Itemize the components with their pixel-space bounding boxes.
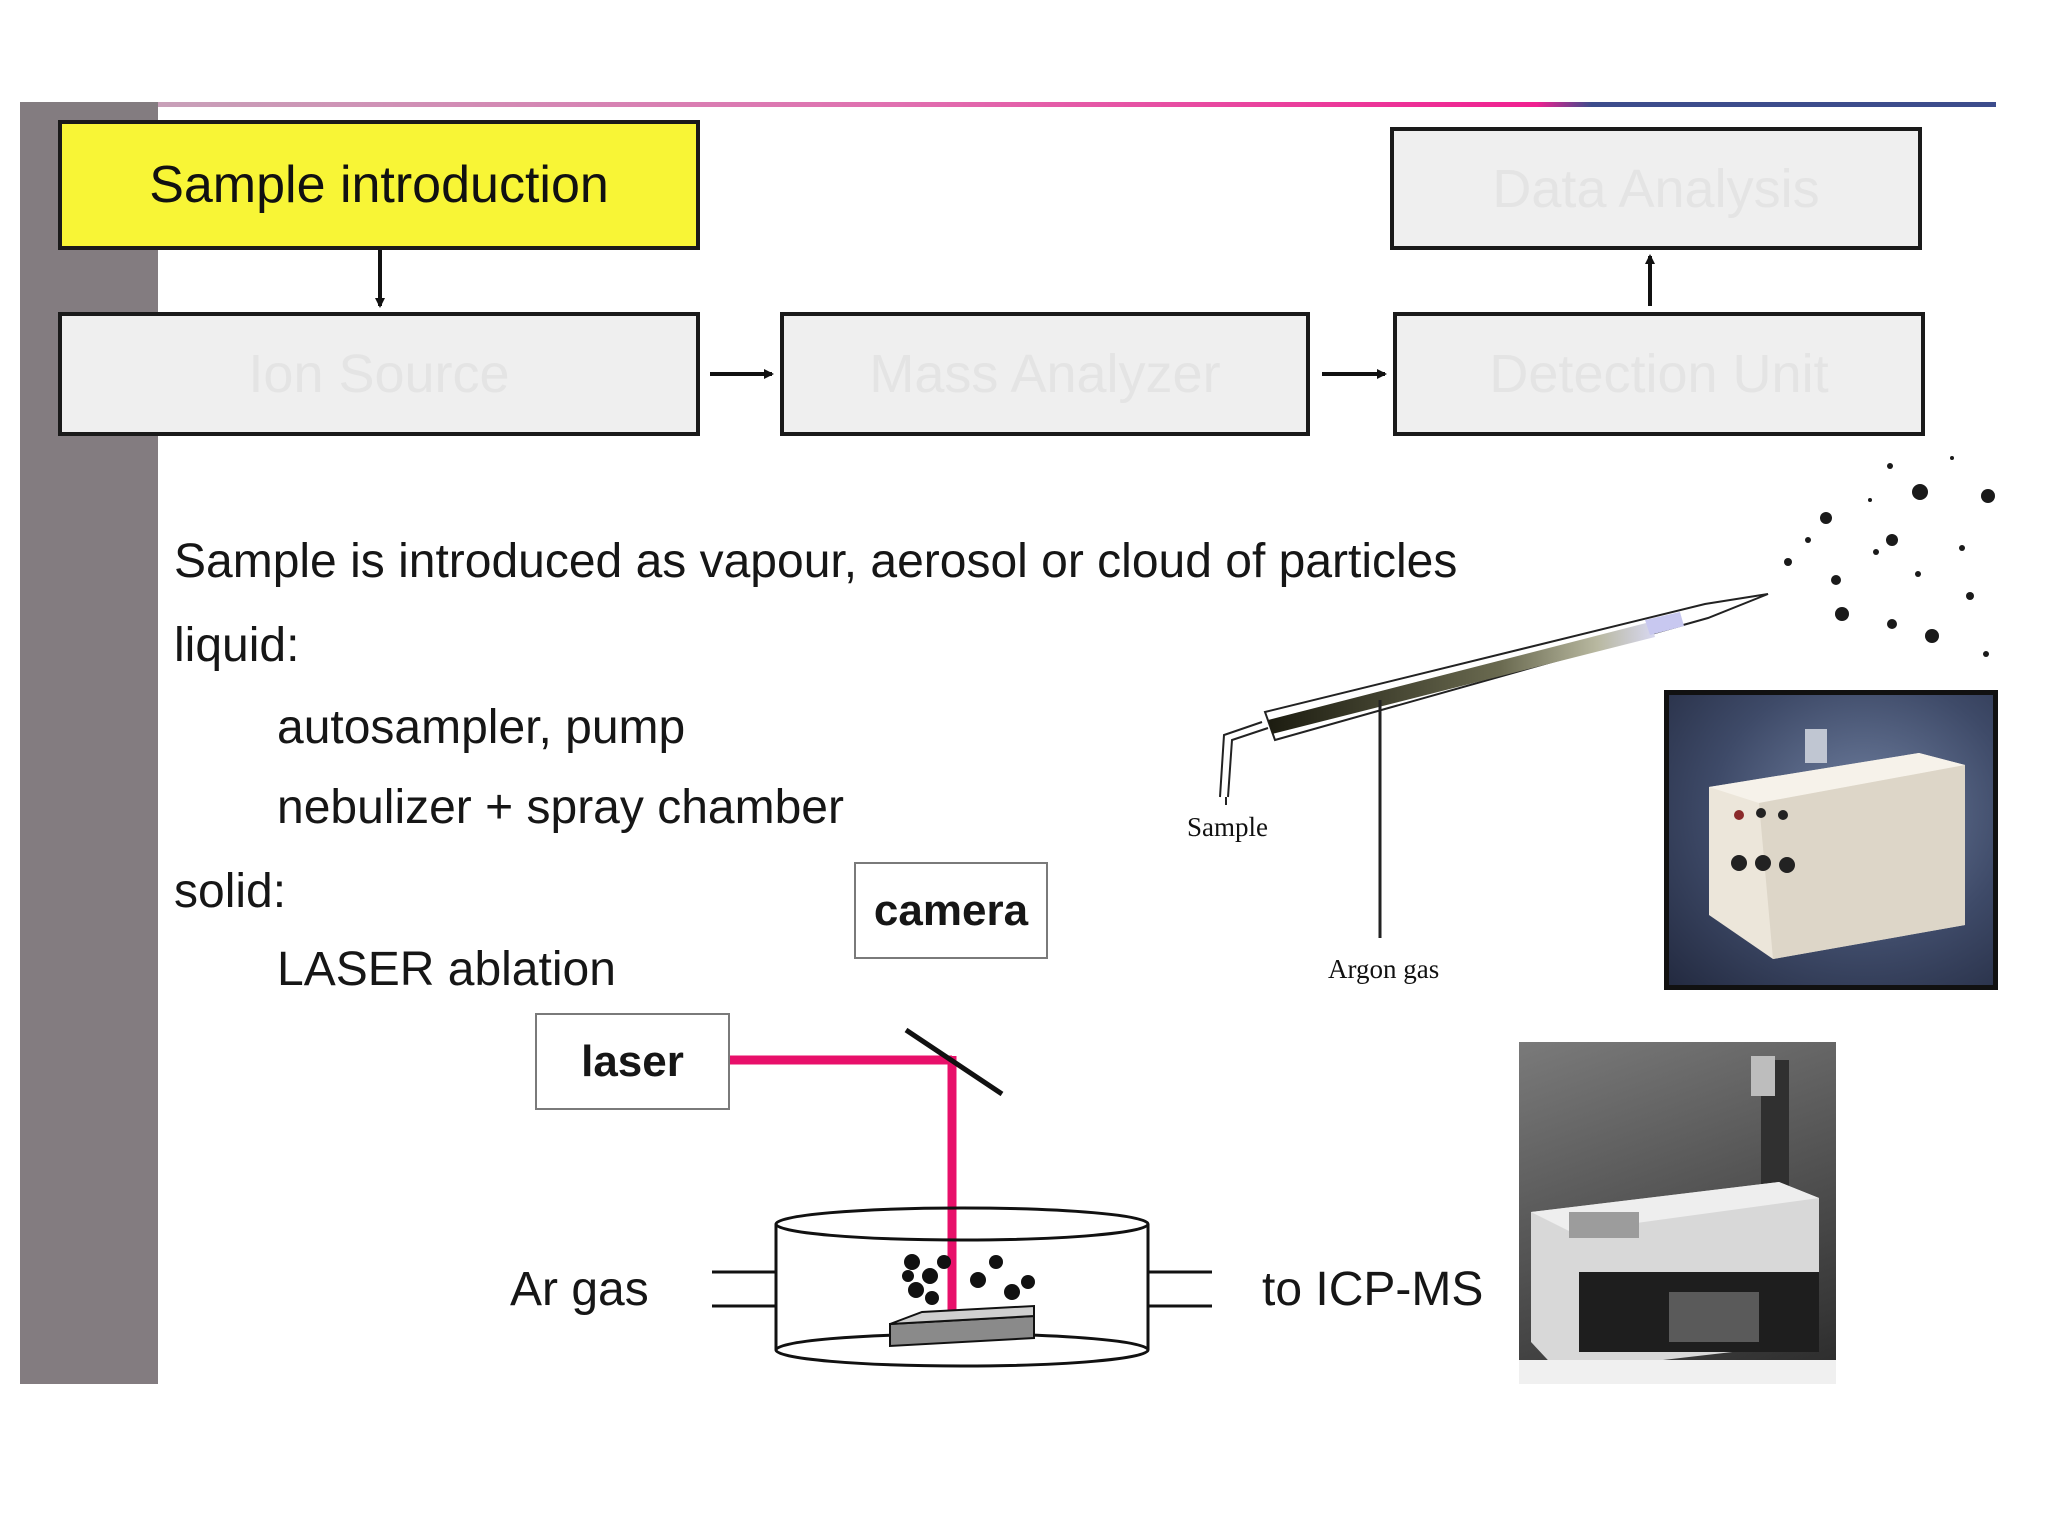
mass-analyzer-label: Mass Analyzer xyxy=(869,344,1221,404)
laser-ablation-drawing xyxy=(712,1027,1212,1368)
ion-source-box: Ion Source xyxy=(58,312,700,436)
laser-label-box: laser xyxy=(535,1013,730,1110)
solid-item-laser-ablation: LASER ablation xyxy=(277,943,616,996)
liquid-item-autosampler: autosampler, pump xyxy=(277,701,686,754)
data-analysis-label: Data Analysis xyxy=(1492,158,1820,219)
intro-sentence: Sample is introduced as vapour, aerosol … xyxy=(174,535,1458,588)
laser-label: laser xyxy=(581,1036,684,1086)
liquid-heading: liquid: xyxy=(174,619,300,672)
solid-heading: solid: xyxy=(174,865,287,918)
camera-label-box: camera xyxy=(854,862,1048,959)
instrument-box-icon xyxy=(1709,729,1965,959)
aerosol-dots xyxy=(1784,456,1995,657)
ar-gas-label: Ar gas xyxy=(510,1263,649,1316)
slide-top-rule xyxy=(158,102,1996,107)
sample-introduction-label: Sample introduction xyxy=(149,156,609,214)
data-analysis-box: Data Analysis xyxy=(1390,127,1922,250)
to-icpms-label: to ICP-MS xyxy=(1262,1263,1484,1316)
detection-unit-box: Detection Unit xyxy=(1393,312,1925,436)
nebulizer-drawing xyxy=(1219,593,1769,938)
nebulizer-argon-label: Argon gas xyxy=(1328,954,1440,984)
nebulizer-sample-label: Sample xyxy=(1187,812,1268,842)
nebulizer-instrument-photo xyxy=(1664,690,1998,990)
sample-introduction-box: Sample introduction xyxy=(58,120,700,250)
laser-system-icon xyxy=(1519,1056,1836,1384)
mass-analyzer-box: Mass Analyzer xyxy=(780,312,1310,436)
liquid-item-nebulizer: nebulizer + spray chamber xyxy=(277,781,844,834)
laser-ablation-system-photo xyxy=(1519,1042,1836,1384)
ion-source-label: Ion Source xyxy=(248,344,510,404)
camera-label: camera xyxy=(873,885,1029,935)
detection-unit-label: Detection Unit xyxy=(1489,344,1829,404)
